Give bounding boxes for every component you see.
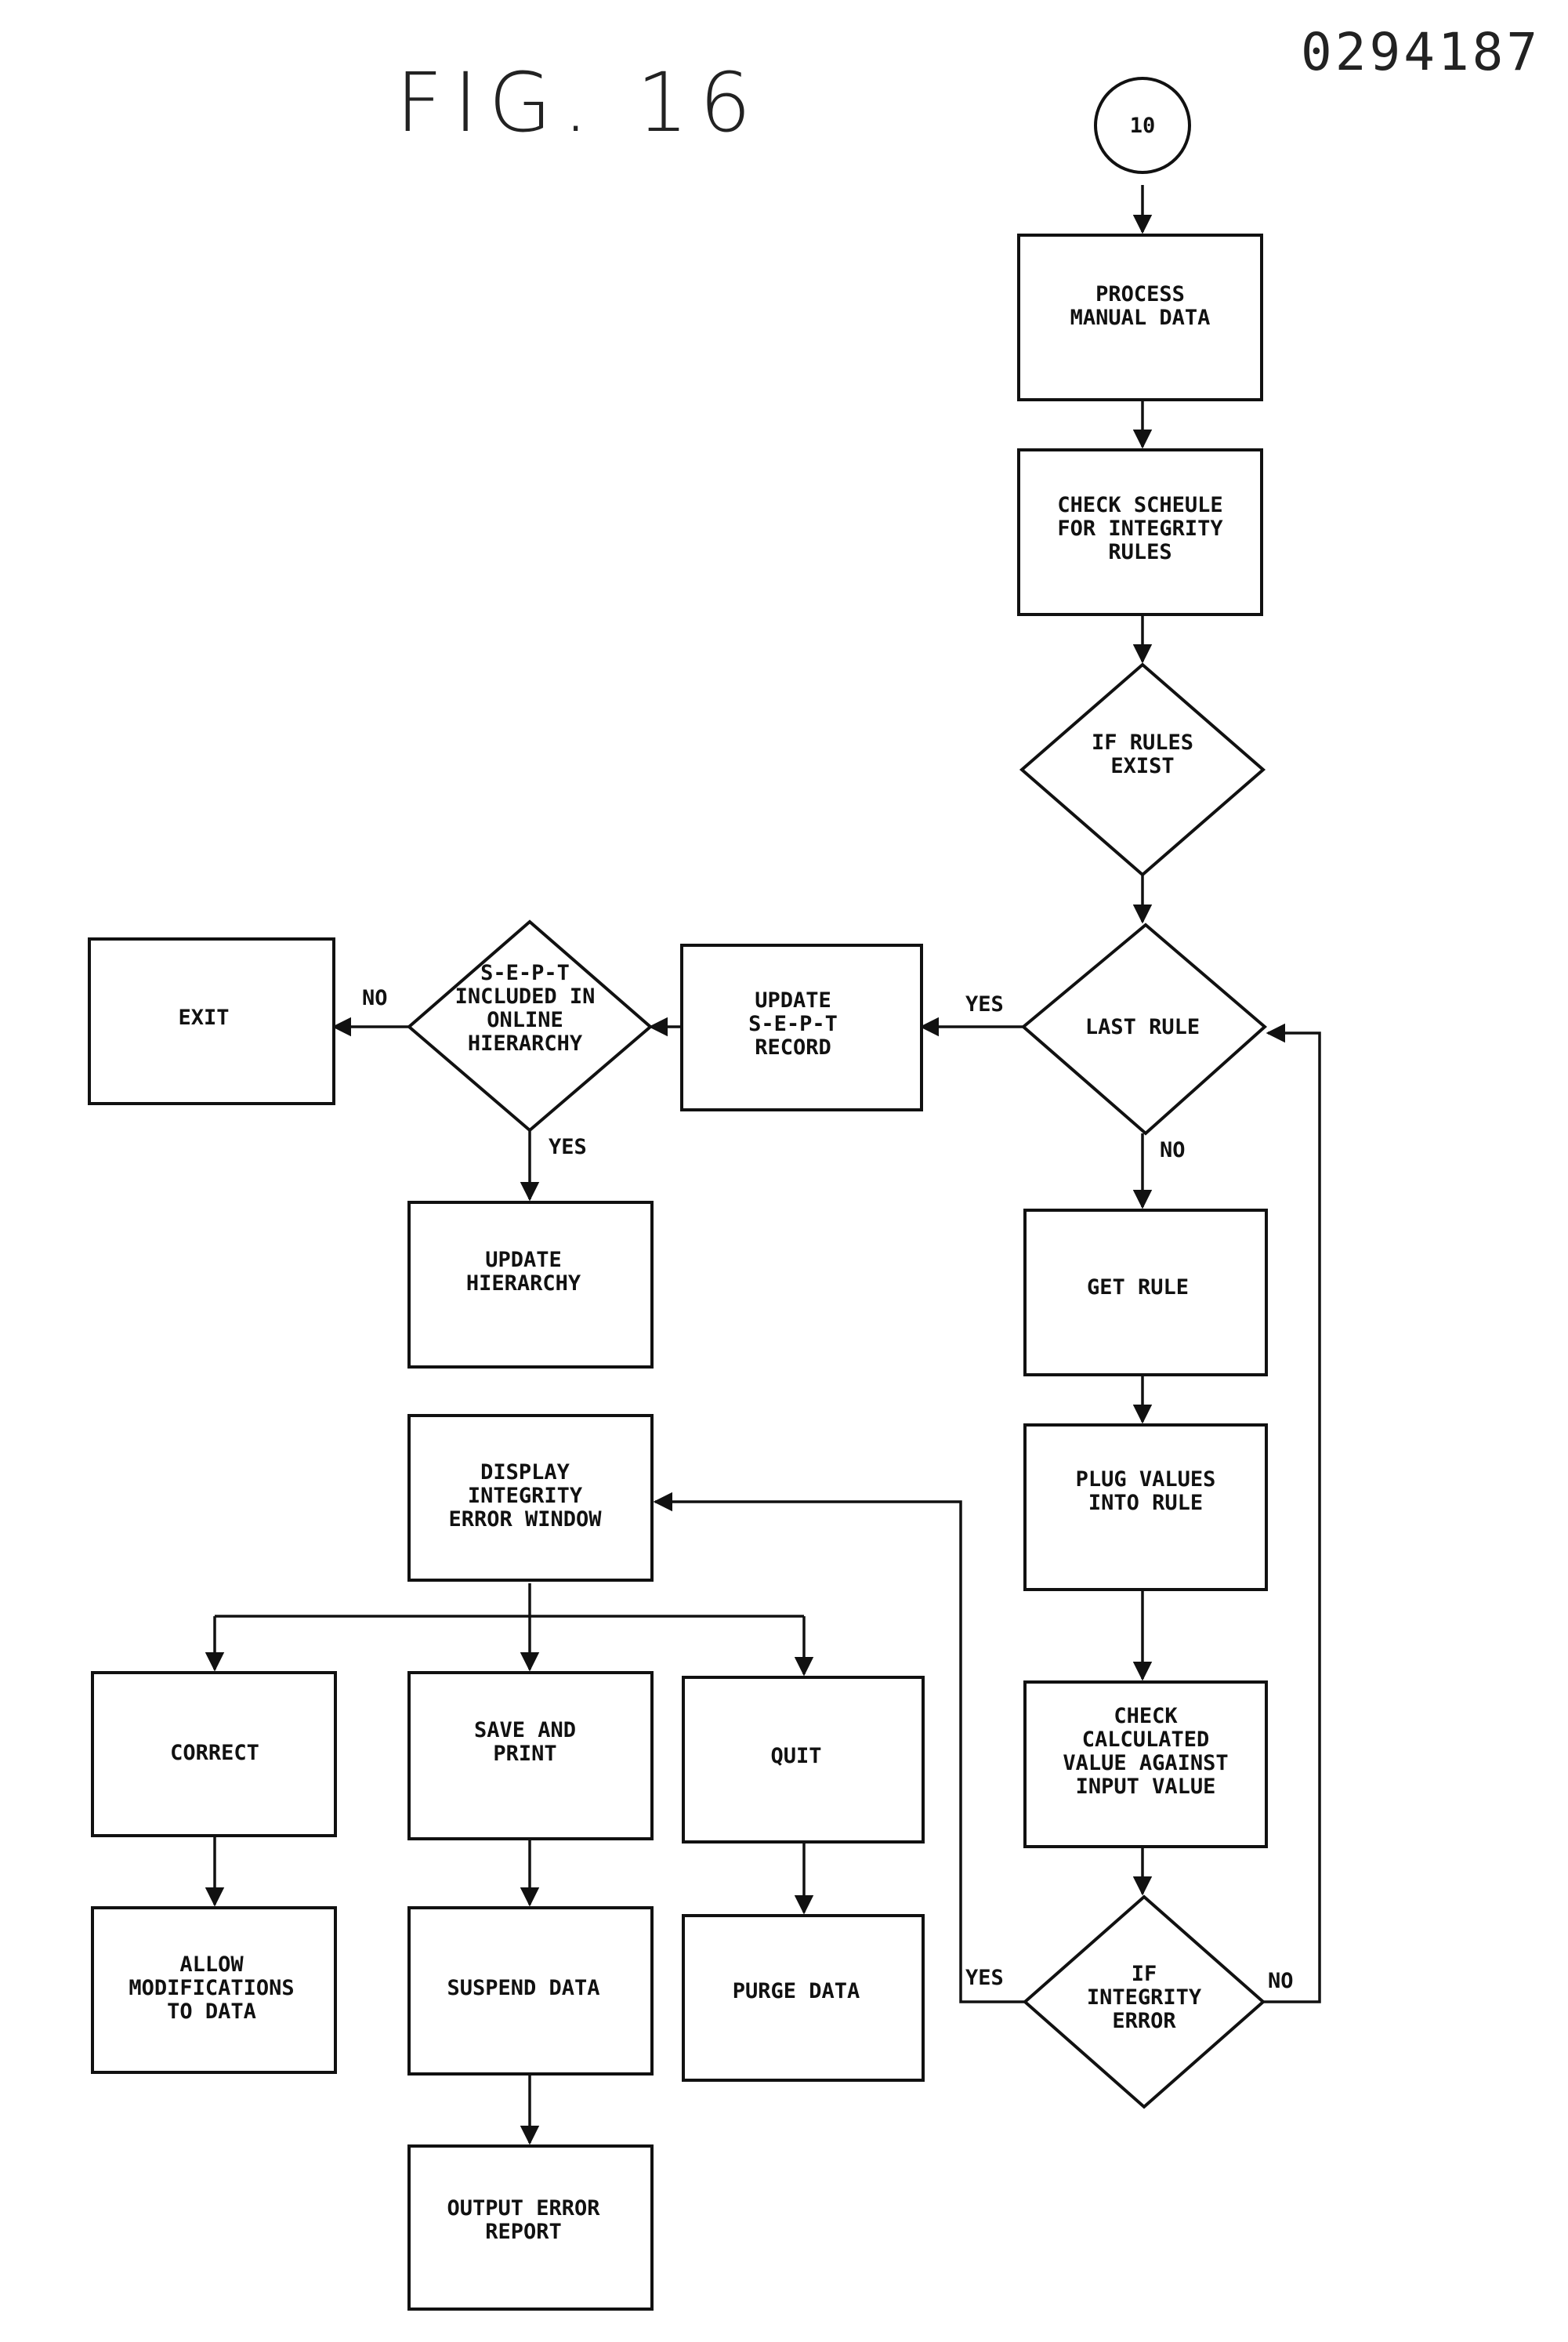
node-label-line: INPUT VALUE — [1076, 1775, 1216, 1799]
node-label-line: GET RULE — [1087, 1275, 1189, 1300]
label-integrity-no: NO — [1268, 1969, 1294, 1993]
process-manual-data-box: PROCESSMANUAL DATA — [1019, 235, 1262, 400]
node-label-line: INTO RULE — [1088, 1491, 1203, 1515]
node-label-line: INCLUDED IN — [455, 984, 596, 1009]
edge-integrity-no-to-last-rule — [1262, 1033, 1320, 2002]
last-rule-decision: LAST RULE — [1023, 925, 1265, 1133]
node-label-line: CALCULATED — [1082, 1727, 1210, 1752]
node-label-line: QUIT — [770, 1744, 821, 1768]
node-label: GET RULE — [1087, 1275, 1189, 1300]
suspend-data-box: SUSPEND DATA — [409, 1908, 652, 2074]
node-label-line: ONLINE — [487, 1008, 563, 1032]
rules-exist-decision: IF RULESEXIST — [1022, 665, 1263, 875]
sept-included-decision: S-E-P-TINCLUDED INONLINEHIERARCHY — [409, 922, 650, 1130]
check-calculated-box: CHECKCALCULATEDVALUE AGAINSTINPUT VALUE — [1025, 1682, 1266, 1847]
correct-box: CORRECT — [92, 1673, 335, 1836]
node-label-line: ERROR — [1112, 2009, 1176, 2033]
get-rule-box: GET RULE — [1025, 1210, 1266, 1375]
node-label-line: PURGE DATA — [733, 1979, 860, 2003]
plug-values-box: PLUG VALUESINTO RULE — [1025, 1425, 1266, 1590]
node-label-line: SAVE AND — [474, 1718, 576, 1742]
node-label-line: TO DATA — [167, 1999, 256, 2024]
node-label-line: UPDATE — [485, 1248, 562, 1272]
node-label: UPDATES-E-P-TRECORD — [748, 988, 838, 1060]
node-label-line: INTEGRITY — [1087, 1985, 1202, 2010]
node-label-line: OUTPUT ERROR — [447, 2196, 600, 2221]
node-label-line: UPDATE — [755, 988, 831, 1013]
node-label: LAST RULE — [1085, 1015, 1200, 1039]
node-label-line: DISPLAY — [480, 1460, 570, 1485]
node-label-line: IF — [1132, 1962, 1157, 1986]
node-label-line: S-E-P-T — [480, 961, 570, 985]
node-label-line: HIERARCHY — [466, 1271, 581, 1296]
node-label: EXIT — [178, 1006, 229, 1030]
node-label-line: EXIST — [1110, 754, 1174, 778]
output-error-report-box: OUTPUT ERRORREPORT — [409, 2146, 652, 2309]
allow-modifications-box: ALLOWMODIFICATIONSTO DATA — [92, 1908, 335, 2072]
label-integrity-yes: YES — [965, 1966, 1004, 1990]
node-label-line: SUSPEND DATA — [447, 1976, 599, 2000]
label-sept-no: NO — [362, 986, 388, 1010]
quit-box: QUIT — [683, 1677, 923, 1842]
integrity-error-decision: IFINTEGRITYERROR — [1025, 1897, 1263, 2107]
node-label-line: EXIT — [178, 1006, 229, 1030]
connector-10: 10 — [1095, 78, 1190, 172]
node-label: PURGE DATA — [733, 1979, 860, 2003]
node-label-line: MODIFICATIONS — [129, 1976, 294, 2000]
node-label: CORRECT — [170, 1741, 259, 1765]
node-label-line: INTEGRITY — [468, 1484, 583, 1508]
node-label-line: PLUG VALUES — [1076, 1467, 1216, 1492]
update-hierarchy-box: UPDATEHIERARCHY — [409, 1202, 652, 1367]
node-label-line: HIERARCHY — [468, 1031, 583, 1056]
node-label-line: RECORD — [755, 1035, 831, 1060]
node-label-line: FOR INTEGRITY — [1057, 517, 1223, 541]
node-label-line: S-E-P-T — [748, 1012, 838, 1036]
label-last-rule-no: NO — [1160, 1138, 1186, 1162]
label-sept-yes: YES — [549, 1135, 587, 1159]
purge-data-box: PURGE DATA — [683, 1916, 923, 2080]
save-and-print-box: SAVE ANDPRINT — [409, 1673, 652, 1839]
node-label-line: LAST RULE — [1085, 1015, 1200, 1039]
node-label-line: CHECK SCHEULE — [1057, 493, 1222, 517]
node-label-line: CORRECT — [170, 1741, 259, 1765]
check-schedule-box: CHECK SCHEULEFOR INTEGRITYRULES — [1019, 450, 1262, 615]
node-label-line: VALUE AGAINST — [1063, 1751, 1228, 1775]
node-label-line: 10 — [1130, 114, 1156, 138]
node-label-line: CHECK — [1114, 1704, 1178, 1728]
exit-box: EXIT — [89, 939, 334, 1104]
display-window-box: DISPLAYINTEGRITYERROR WINDOW — [409, 1416, 652, 1580]
node-label-line: RULES — [1108, 540, 1171, 564]
node-label: PLUG VALUESINTO RULE — [1076, 1467, 1216, 1515]
update-sept-record-box: UPDATES-E-P-TRECORD — [682, 945, 922, 1110]
label-last-rule-yes: YES — [965, 992, 1004, 1017]
node-label-line: ERROR WINDOW — [448, 1507, 602, 1532]
node-label-line: PRINT — [493, 1742, 556, 1766]
node-label: QUIT — [770, 1744, 821, 1768]
node-label-line: ALLOW — [179, 1952, 244, 1977]
node-label-line: IF RULES — [1092, 731, 1193, 755]
node-label: SUSPEND DATA — [447, 1976, 599, 2000]
node-label-line: REPORT — [485, 2220, 562, 2244]
node-label-line: MANUAL DATA — [1070, 306, 1211, 330]
node-label-line: PROCESS — [1095, 282, 1185, 306]
node-label: 10 — [1130, 114, 1156, 138]
